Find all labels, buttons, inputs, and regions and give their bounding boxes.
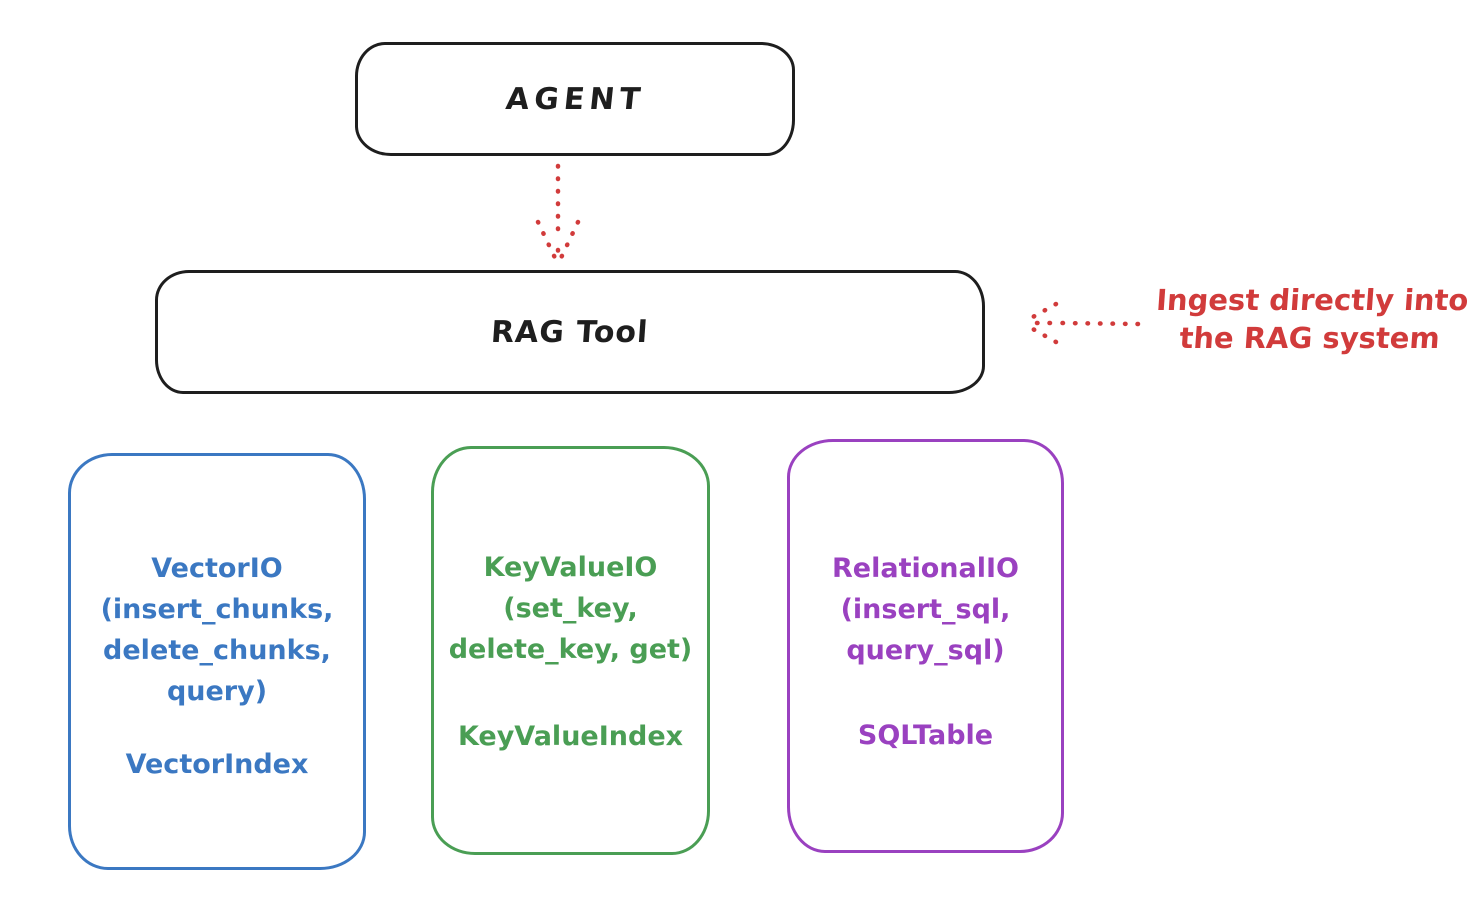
rag-tool-label: RAG Tool [490, 314, 650, 350]
ingest-annotation-line2: the RAG system [1178, 321, 1441, 355]
vector-io-methods: (insert_chunks, delete_chunks, query) [100, 594, 334, 707]
sql-table-label: SQLTable [857, 720, 994, 751]
keyvalue-io-title-text: KeyValueIO [483, 552, 658, 583]
rag-tool-node: RAG Tool [155, 270, 985, 394]
arrow-agent-to-ragtool-icon [535, 163, 581, 265]
keyvalue-index-label: KeyValueIndex [457, 721, 684, 752]
vector-io-title: VectorIO [151, 548, 283, 589]
vector-io-node: VectorIO (insert_chunks, delete_chunks, … [68, 453, 366, 870]
agent-label: AGENT [503, 81, 647, 117]
keyvalue-io-title: KeyValueIO [484, 547, 658, 588]
agent-node: AGENT [355, 42, 795, 156]
relational-io-methods: (insert_sql, query_sql) [840, 594, 1011, 666]
vector-io-title-text: VectorIO [151, 553, 283, 584]
ingest-annotation-line1: Ingest directly into [1155, 283, 1470, 317]
ingest-annotation: Ingest directly into the RAG system [1135, 281, 1484, 357]
relational-io-title-text: RelationalIO [832, 553, 1019, 584]
arrow-annotation-to-ragtool-icon [1021, 301, 1141, 345]
keyvalue-io-node: KeyValueIO (set_key, delete_key, get) Ke… [431, 446, 710, 855]
vector-index-label: VectorIndex [125, 749, 309, 780]
keyvalue-io-methods: (set_key, delete_key, get) [448, 593, 693, 665]
relational-io-title: RelationalIO [832, 548, 1019, 589]
relational-io-node: RelationalIO (insert_sql, query_sql) SQL… [787, 439, 1064, 853]
